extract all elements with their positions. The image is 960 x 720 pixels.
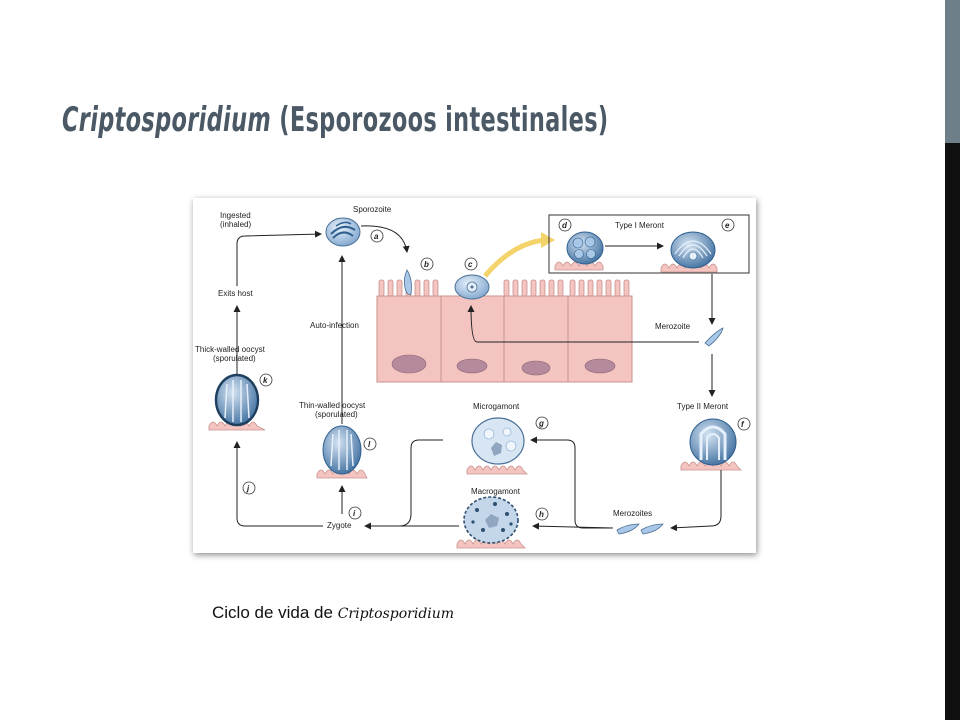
label-type1-meront: Type I Meront — [615, 221, 665, 230]
stage-d-meront — [554, 231, 604, 271]
merozoite-shape-1 — [616, 523, 640, 535]
letter-i: i — [353, 509, 356, 518]
label-zygote: Zygote — [327, 521, 352, 530]
letter-k: k — [263, 376, 268, 385]
cycle-arrows — [233, 225, 722, 532]
letter-c: c — [468, 260, 473, 269]
letter-h: h — [539, 510, 544, 519]
label-thick-oocyst-1: Thick-walled oocyst — [195, 345, 266, 354]
stage-l-thin-oocyst — [316, 425, 368, 479]
letter-a: a — [374, 232, 379, 241]
label-microgamont: Microgamont — [473, 402, 520, 411]
label-merozoite: Merozoite — [655, 322, 691, 331]
stage-b-sporozoite — [403, 269, 412, 295]
caption-italic: Criptosporidium — [337, 606, 455, 622]
stage-trophozoite — [454, 274, 490, 300]
merozoite-shape-2 — [640, 523, 664, 535]
stage-e-meront — [660, 231, 718, 273]
stage-a-sporozoite — [325, 217, 361, 247]
highlight-arrow-head — [541, 232, 555, 248]
stage-f-meront — [680, 418, 742, 471]
label-thin-oocyst-1: Thin-walled oocyst — [299, 401, 366, 410]
life-cycle-diagram: Ingested (inhaled) Sporozoite Type I Mer… — [195, 205, 751, 549]
stage-g-microgamont — [466, 417, 528, 475]
epithelium — [376, 279, 633, 383]
label-thin-oocyst-2: (sporulated) — [315, 410, 358, 419]
letter-d: d — [562, 221, 568, 230]
type1-meront-box — [548, 214, 750, 274]
label-merozoites: Merozoites — [613, 509, 652, 518]
label-exits-host: Exits host — [218, 289, 253, 298]
life-cycle-figure: Ingested (inhaled) Sporozoite Type I Mer… — [193, 198, 756, 553]
stage-letters: a b c d e f g h i j k l — [242, 218, 751, 521]
side-bar-dark — [945, 0, 960, 720]
letter-e: e — [725, 221, 730, 230]
slide-title: Criptosporidium (Esporozoos intestinales… — [62, 100, 608, 140]
label-auto-infection: Auto-infection — [310, 321, 359, 330]
label-ingested-1: Ingested — [220, 211, 251, 220]
side-bar-accent — [945, 0, 960, 143]
letter-f: f — [741, 420, 745, 429]
title-rest: (Esporozoos intestinales) — [271, 100, 609, 140]
label-thick-oocyst-2: (sporulated) — [213, 354, 256, 363]
letter-g: g — [538, 419, 544, 428]
letter-l: l — [368, 440, 371, 449]
label-macrogamont: Macrogamont — [471, 487, 521, 496]
stage-k-thick-oocyst — [208, 373, 266, 431]
label-sporozoite: Sporozoite — [353, 205, 392, 214]
stage-h-macrogamont — [456, 496, 526, 549]
figure-caption: Ciclo de vida de Criptosporidium — [212, 603, 454, 623]
label-type2-meront: Type II Meront — [677, 402, 729, 411]
title-italic: Criptosporidium — [62, 100, 272, 140]
highlight-arrow — [483, 237, 546, 278]
letter-b: b — [424, 260, 429, 269]
merozoite-shape — [704, 327, 724, 347]
label-ingested-2: (inhaled) — [220, 220, 251, 229]
letter-j: j — [246, 484, 250, 493]
caption-prefix: Ciclo de vida de — [212, 603, 338, 622]
